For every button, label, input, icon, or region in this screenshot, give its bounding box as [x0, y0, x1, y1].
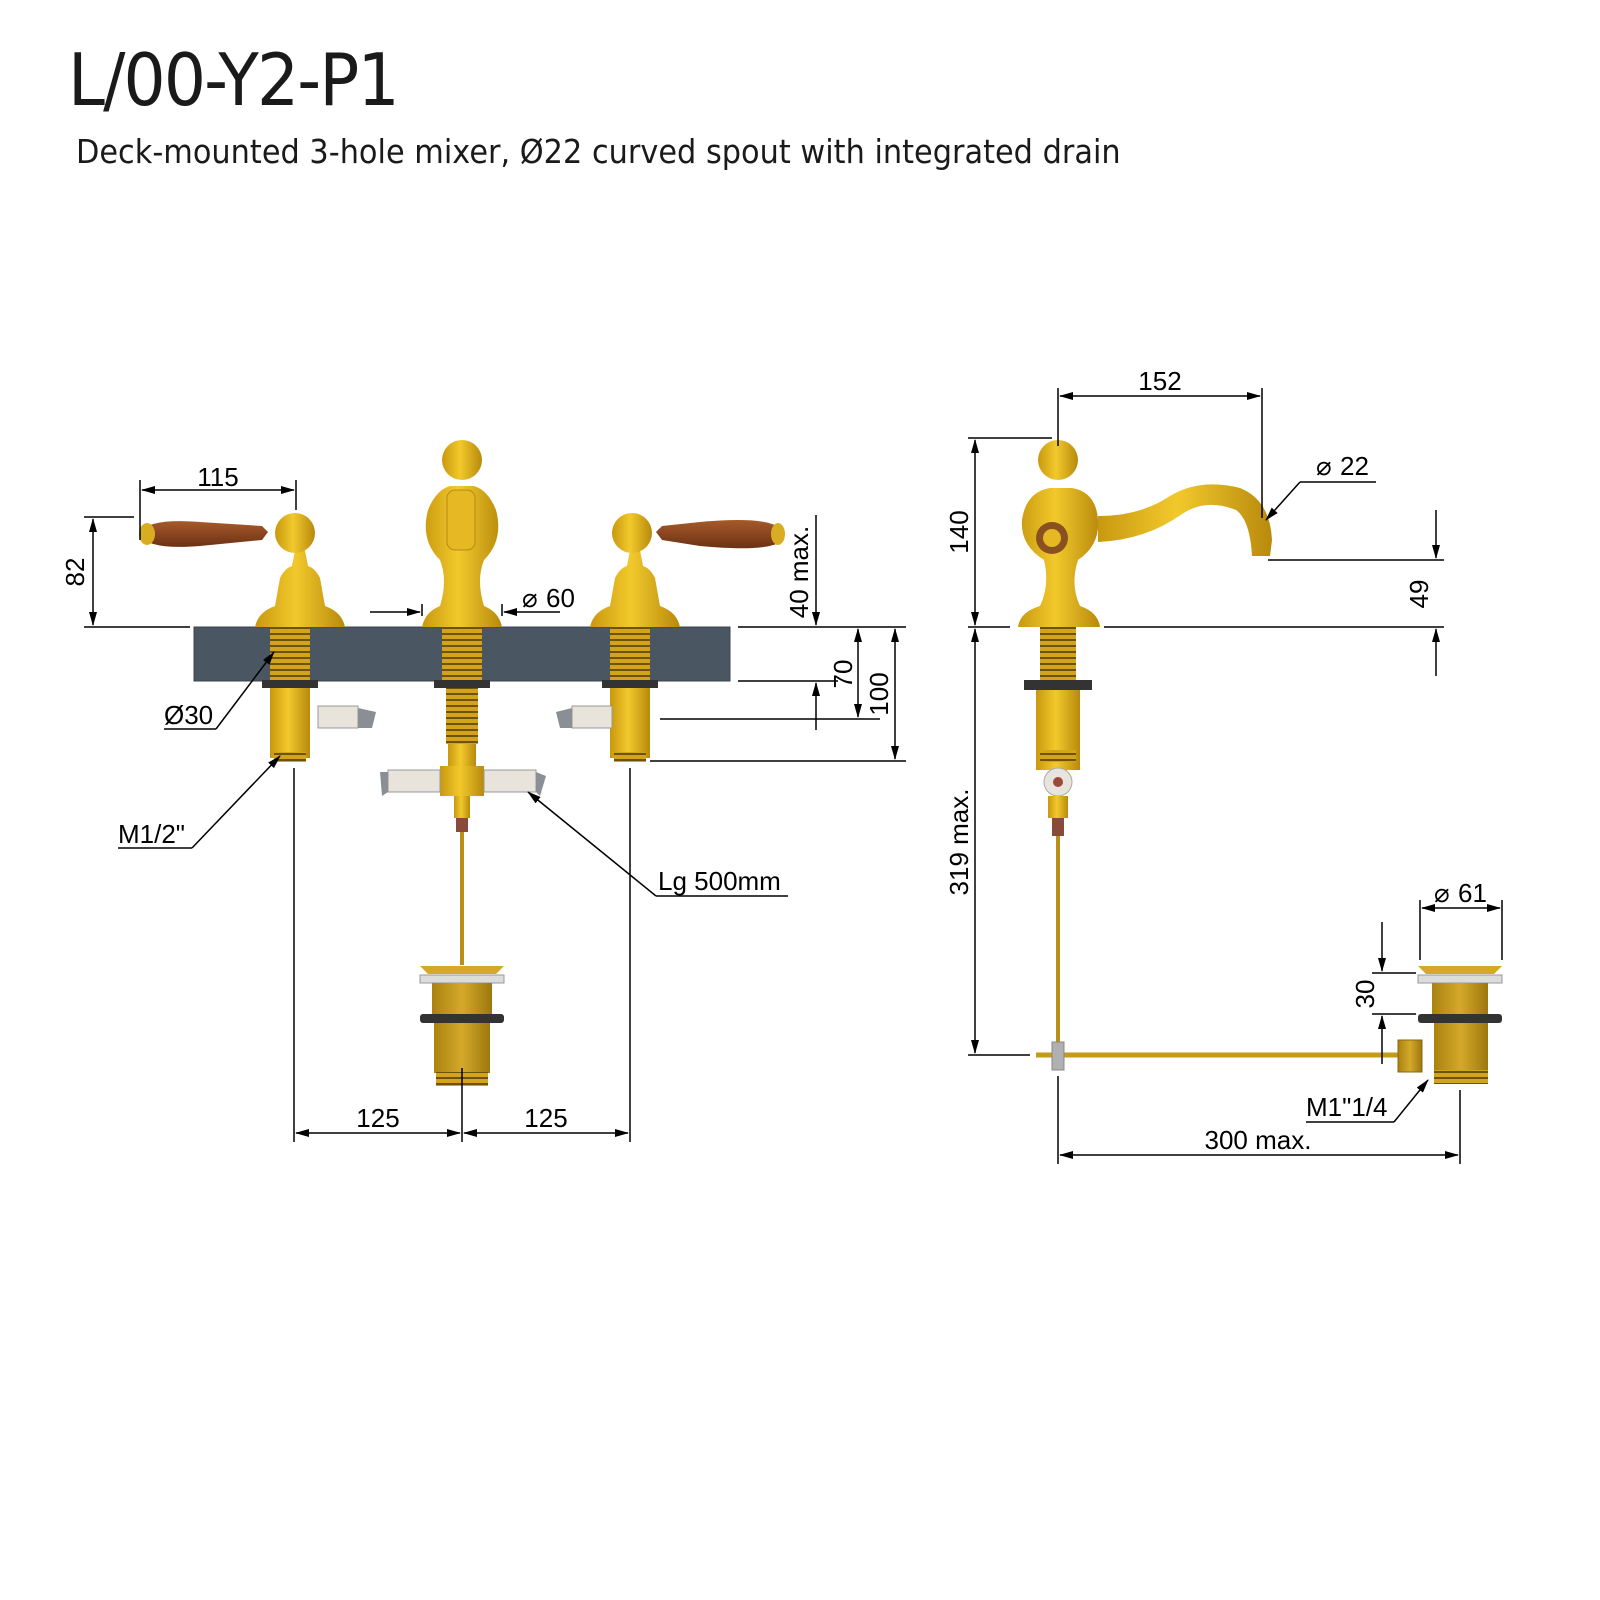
svg-text:125: 125	[356, 1103, 399, 1133]
svg-text:M1"1/4: M1"1/4	[1306, 1092, 1388, 1122]
center-spout-front	[380, 440, 546, 965]
left-wooden-lever	[140, 521, 268, 547]
dim-handle-length: 115	[139, 462, 297, 540]
svg-text:22: 22	[1340, 451, 1369, 481]
dim-below-deck-max: 319 max.	[944, 628, 1030, 1056]
dim-hose-length: Lg 500mm	[527, 791, 788, 897]
dim-below-deck: 70 100	[650, 628, 906, 762]
dim-spout-reach: 152	[1057, 366, 1263, 518]
dim-spout-diameter: ⌀ 22	[1265, 451, 1376, 521]
svg-text:M1/2": M1/2"	[118, 819, 185, 849]
dim-base-diameter: ⌀ 60	[370, 583, 575, 616]
svg-text:40 max.: 40 max.	[784, 526, 814, 619]
dim-handle-height: 82	[60, 516, 190, 628]
svg-text:30: 30	[1350, 980, 1380, 1009]
dim-drain-thread: M1"1/4	[1306, 1079, 1429, 1123]
svg-text:115: 115	[197, 462, 238, 492]
svg-text:60: 60	[546, 583, 575, 613]
svg-text:Ø30: Ø30	[164, 700, 213, 730]
svg-text:319 max.: 319 max.	[944, 789, 974, 896]
dim-deck-thickness-max: 40 max.	[738, 515, 906, 628]
right-valve	[556, 513, 785, 762]
svg-text:70: 70	[828, 660, 858, 689]
dim-inlet-thread: M1/2"	[118, 755, 281, 849]
svg-text:140: 140	[944, 510, 974, 553]
dim-spout-outlet-height: 49	[1104, 510, 1444, 676]
spout-side	[1018, 440, 1410, 1071]
pop-up-drain-side	[1397, 966, 1503, 1084]
dim-rod-length-max: 300 max.	[1057, 1076, 1461, 1164]
svg-text:⌀: ⌀	[1434, 878, 1450, 908]
svg-text:152: 152	[1138, 366, 1181, 396]
svg-text:125: 125	[524, 1103, 567, 1133]
front-view: 115 82 ⌀ 60 40 max.	[60, 440, 906, 1142]
side-view: 152 ⌀ 22 140 49 319 max.	[944, 366, 1503, 1164]
dim-height-above-deck: 140	[944, 437, 1052, 628]
dim-drain-diameter: ⌀ 61	[1419, 878, 1503, 960]
dim-hole-spacing: 125 125	[293, 768, 631, 1142]
svg-text:100: 100	[864, 672, 894, 715]
svg-text:49: 49	[1404, 580, 1434, 609]
left-valve	[139, 513, 376, 762]
svg-text:82: 82	[60, 558, 90, 587]
dim-inlet-diameter: Ø30	[164, 651, 275, 730]
right-wooden-lever	[656, 520, 782, 549]
dim-drain-height: 30	[1350, 922, 1416, 1064]
svg-text:300 max.: 300 max.	[1205, 1125, 1312, 1155]
svg-text:⌀: ⌀	[1316, 451, 1332, 481]
product-code-title: L/00-Y2-P1	[68, 38, 400, 122]
product-description: Deck-mounted 3-hole mixer, Ø22 curved sp…	[76, 132, 1121, 171]
svg-text:⌀: ⌀	[522, 583, 538, 613]
svg-text:61: 61	[1458, 878, 1487, 908]
pop-up-drain-front	[419, 966, 505, 1086]
svg-text:Lg 500mm: Lg 500mm	[658, 866, 781, 896]
